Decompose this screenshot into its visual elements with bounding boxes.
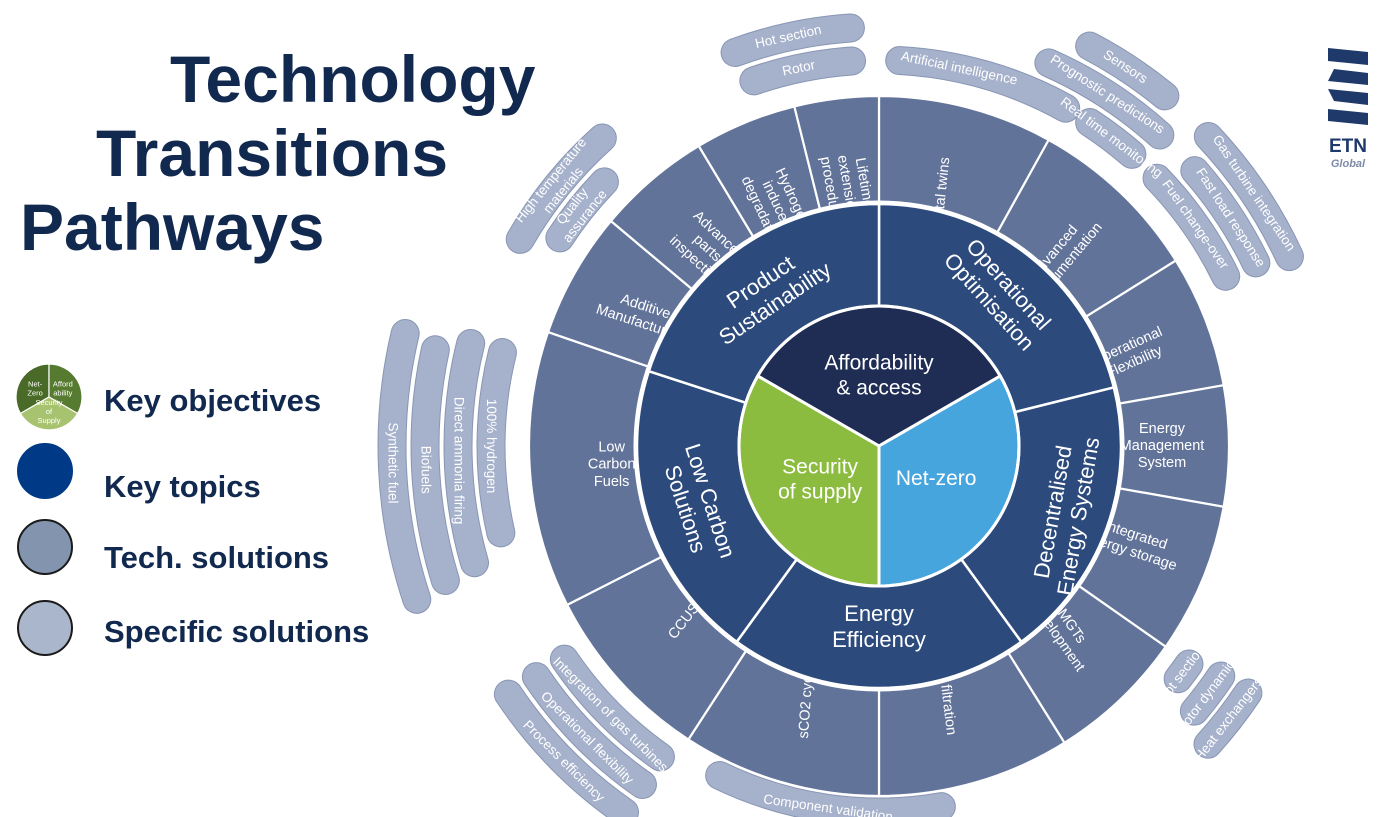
specific-solution-rotor-20[interactable] bbox=[739, 46, 867, 96]
specific-solution-100-hydrogen-14[interactable] bbox=[476, 338, 517, 548]
objective-label-affordability: Affordability& access bbox=[824, 351, 934, 399]
legend-net-zero-segment-label-line: Zero bbox=[27, 388, 42, 397]
title-line-1: Technology bbox=[170, 42, 536, 116]
legend-affordability-segment-label-line: Afford bbox=[53, 380, 73, 389]
tech-label-low-carbon-fuels-line: Low bbox=[598, 439, 625, 455]
legend-net-zero-segment-label-line: Net- bbox=[28, 380, 43, 389]
specific-solution-heat-exchangers-9[interactable] bbox=[1193, 678, 1263, 759]
legend-key-objectives: Key objectives bbox=[104, 383, 322, 418]
specific-solution-process-efficiency-13[interactable] bbox=[493, 679, 639, 817]
tech-label-energy-management-system-line: Energy bbox=[1139, 421, 1186, 437]
tech-label-low-carbon-fuels-line: Fuels bbox=[594, 474, 629, 490]
specific-solution-quality-assurance-18[interactable] bbox=[545, 167, 619, 253]
legend-affordability-segment-label-line: ability bbox=[53, 388, 72, 397]
objective-label-affordability-line: Affordability bbox=[824, 351, 934, 374]
logo-name: ETN bbox=[1329, 136, 1367, 157]
tech-label-energy-management-system-line: System bbox=[1138, 455, 1186, 471]
legend-security-segment-label-line: Security bbox=[35, 398, 62, 407]
specific-label-synthetic-fuel-17: Synthetic fuel bbox=[386, 422, 401, 503]
legend-specific-solutions-swatch bbox=[17, 600, 73, 656]
objectives-border bbox=[737, 304, 1021, 588]
legend-tech-solutions-swatch bbox=[17, 519, 73, 575]
specific-solution-operational-flexibility-12[interactable] bbox=[521, 662, 657, 800]
specific-solution-high-temperature-materials-19[interactable] bbox=[505, 123, 617, 254]
topic-label-energy-efficiency-line: Energy bbox=[844, 601, 914, 626]
objective-label-netzero: Net-zero bbox=[896, 467, 977, 490]
specific-solution-sensors-3[interactable] bbox=[1075, 31, 1180, 111]
legend-tech-solutions: Tech. solutions bbox=[104, 540, 330, 575]
specific-solution-biofuels-16[interactable] bbox=[410, 335, 460, 595]
specific-solution-hot-section-21[interactable] bbox=[720, 13, 865, 67]
specific-solution-rotor-dynamics-8[interactable] bbox=[1179, 661, 1236, 726]
specific-label-rotor-20-line: Rotor bbox=[781, 57, 817, 79]
specific-solution-fuel-change-over-4[interactable] bbox=[1142, 164, 1241, 291]
specific-label-direct-ammonia-firing-15: Direct ammonia firing bbox=[452, 397, 467, 525]
legend-key-topics: Key topics bbox=[104, 469, 261, 504]
specific-label-biofuels-16: Biofuels bbox=[419, 446, 434, 494]
etn-logo bbox=[1328, 48, 1368, 125]
specific-solution-synthetic-fuel-17[interactable] bbox=[377, 319, 432, 614]
legend-key-topics-swatch bbox=[17, 443, 73, 499]
specific-solution-fast-load-response-5[interactable] bbox=[1180, 156, 1271, 278]
tech-label-energy-management-system-line: Management bbox=[1120, 438, 1205, 454]
tech-label-low-carbon-fuels-line: Carbon bbox=[588, 457, 636, 473]
legend-security-segment-label-line: of bbox=[46, 407, 53, 416]
objective-label-netzero-line: Net-zero bbox=[896, 467, 977, 490]
specific-solution-prognostic-predictions-2[interactable] bbox=[1034, 48, 1175, 150]
specific-solution-integration-of-gas-turbines-11[interactable] bbox=[549, 644, 675, 772]
objective-label-security-line: of supply bbox=[778, 480, 863, 503]
legend-security-segment-label-line: Supply bbox=[38, 416, 61, 425]
specific-label-biofuels-16-line: Biofuels bbox=[419, 446, 434, 494]
objective-label-affordability-line: & access bbox=[836, 376, 921, 399]
specific-solution-component-validation-10[interactable] bbox=[705, 761, 956, 817]
specific-label-100-hydrogen-14: 100% hydrogen bbox=[484, 399, 499, 494]
specific-label-rotor-20: Rotor bbox=[781, 57, 817, 79]
legend-net-zero-segment-label: Net-Zero bbox=[27, 380, 42, 398]
topic-label-energy-efficiency-line: Efficiency bbox=[832, 627, 926, 652]
specific-solution-real-time-monitoring-1[interactable] bbox=[1075, 108, 1147, 169]
specific-solution-direct-ammonia-firing-15[interactable] bbox=[443, 329, 489, 578]
title-line-2: Transitions bbox=[96, 116, 449, 190]
specific-label-100-hydrogen-14-line: 100% hydrogen bbox=[484, 399, 499, 494]
specific-solution-hot-section-7[interactable] bbox=[1163, 649, 1204, 694]
specific-label-synthetic-fuel-17-line: Synthetic fuel bbox=[386, 422, 401, 503]
specific-label-direct-ammonia-firing-15-line: Direct ammonia firing bbox=[452, 397, 467, 525]
topics-outer-border bbox=[633, 200, 1125, 692]
specific-solution-artificial-intelligence-0[interactable] bbox=[885, 46, 1081, 123]
objective-label-security-line: Security bbox=[782, 455, 858, 478]
legend-specific-solutions: Specific solutions bbox=[104, 614, 370, 649]
specific-solution-gas-turbine-integration-6[interactable] bbox=[1194, 122, 1304, 271]
legend-security-segment bbox=[19, 396, 79, 431]
title-line-3: Pathways bbox=[20, 190, 325, 264]
logo-sub: Global bbox=[1330, 158, 1366, 170]
